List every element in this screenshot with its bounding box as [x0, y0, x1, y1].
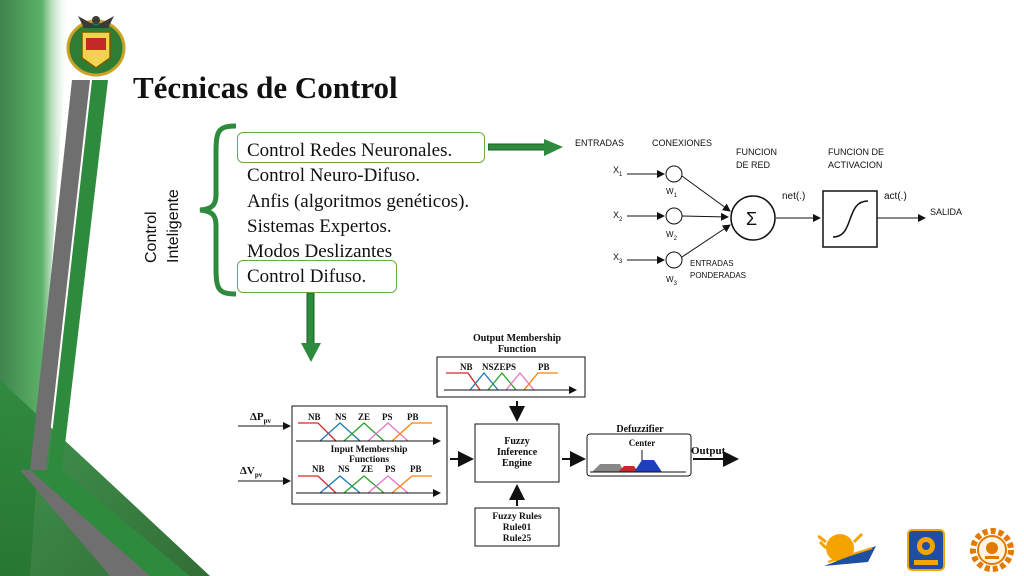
fz-in-set: PB — [407, 412, 419, 422]
nn-sum-symbol: Σ — [746, 209, 757, 229]
fz-center-label: Center — [629, 438, 656, 448]
fz-engine-1: Fuzzy — [504, 436, 530, 447]
nn-funcion-act-2: ACTIVACION — [828, 160, 882, 170]
robot-club-logo — [818, 532, 876, 566]
nn-net-label: net(.) — [782, 191, 805, 202]
fz-defuzz-red — [618, 466, 638, 472]
fuzzy-controller-diagram: Output Membership Function NB NSZEPS PB … — [238, 333, 739, 547]
fz-out-set-nb: NB — [460, 362, 473, 372]
fz-in-set: PS — [382, 412, 393, 422]
nn-w1: W1 — [666, 187, 678, 199]
technique-list: Control Redes Neuronales. Control Neuro-… — [247, 138, 469, 290]
fz-input-mf-title-1: Input Membership — [331, 445, 408, 455]
nn-weight-node — [665, 207, 683, 225]
fz-input-sets-2: NB NS ZE PS PB — [296, 464, 441, 497]
fz-input1-label: ΔPpv — [250, 411, 272, 425]
fz-input-mf-box — [291, 405, 448, 505]
fz-output-label: Output — [691, 445, 726, 457]
nn-entradas-header: ENTRADAS — [575, 138, 624, 148]
fz-in-set: NS — [335, 412, 347, 422]
vertical-label: Control Inteligente — [143, 189, 182, 263]
fz-in-set: ZE — [358, 412, 370, 422]
nn-funcion-red-2: DE RED — [736, 160, 771, 170]
list-item: Modos Deslizantes — [247, 241, 393, 263]
fz-in-set: PB — [410, 464, 422, 474]
nn-w2: W2 — [666, 230, 678, 242]
fz-out-set-pb: PB — [538, 362, 550, 372]
nn-x3: X3 — [613, 252, 623, 265]
nn-funcion-act-1: FUNCION DE — [828, 147, 884, 157]
fz-out-set-mid: NSZEPS — [482, 362, 516, 372]
fz-defuzz-blue — [634, 460, 662, 472]
fz-output-mf-title-1: Output Membership — [473, 333, 562, 344]
list-item: Control Neuro-Difuso. — [247, 165, 421, 187]
vertical-label-line-1: Control — [143, 211, 160, 263]
list-item: Sistemas Expertos. — [247, 215, 392, 237]
mechatronics-logo — [907, 529, 945, 571]
nn-salida-label: SALIDA — [930, 207, 962, 217]
fz-engine-2: Inference — [497, 447, 538, 458]
arrow-right — [488, 139, 563, 156]
fz-engine-3: Engine — [502, 458, 533, 469]
left-brace — [199, 123, 237, 297]
fz-rules-2: Rule01 — [503, 523, 532, 533]
nn-x1: X1 — [613, 165, 623, 178]
fz-in-set: NB — [308, 412, 321, 422]
nn-x2: X2 — [613, 210, 623, 223]
fz-in-set: PS — [385, 464, 396, 474]
fz-in-set: NS — [338, 464, 350, 474]
nn-w3: W3 — [666, 275, 678, 287]
nn-conexiones-header: CONEXIONES — [652, 138, 712, 148]
nn-sum-node — [730, 195, 776, 241]
fz-rules-box — [474, 507, 560, 547]
crest-logo — [66, 16, 126, 77]
nn-weight-node — [665, 251, 683, 269]
fz-rules-1: Fuzzy Rules — [492, 512, 542, 522]
nn-weighted-1: ENTRADAS — [690, 259, 734, 268]
nn-weight-node — [665, 165, 683, 183]
highlight-control-difuso — [237, 260, 397, 293]
list-item: Anfis (algoritmos genéticos). — [247, 190, 470, 212]
fz-inference-engine — [474, 423, 560, 483]
fz-rules-3: Rule25 — [503, 534, 532, 544]
fz-in-set: NB — [312, 464, 325, 474]
fz-output-mf-title-2: Function — [498, 344, 537, 355]
arrow-down — [301, 293, 321, 362]
fz-input2-label: ΔVpv — [240, 465, 263, 479]
nn-weighted-2: PONDERADAS — [690, 271, 746, 280]
fz-output-mf-sets: NB NSZEPS PB — [444, 362, 577, 394]
fz-input-mf-title-2: Functions — [349, 455, 389, 465]
nn-funcion-red-1: FUNCION — [736, 147, 777, 157]
fz-defuzzifier-title: Defuzzifier — [616, 424, 664, 435]
list-item: Control Redes Neuronales. — [247, 140, 453, 161]
fz-input-sets-1: NB NS ZE PS PB — [296, 412, 441, 445]
highlight-redes-neuronales — [237, 132, 485, 163]
neural-network-diagram: ENTRADAS CONEXIONES FUNCION DE RED FUNCI… — [575, 138, 962, 287]
list-item: Control Difuso. — [247, 266, 367, 288]
slide-title: Técnicas de Control — [133, 70, 398, 105]
nn-act-label: act(.) — [884, 191, 907, 202]
fz-defuzz-grey — [592, 464, 624, 472]
fz-in-set: ZE — [361, 464, 373, 474]
gear-logo-icon — [970, 528, 1014, 572]
vertical-label-line-2: Inteligente — [165, 189, 182, 263]
